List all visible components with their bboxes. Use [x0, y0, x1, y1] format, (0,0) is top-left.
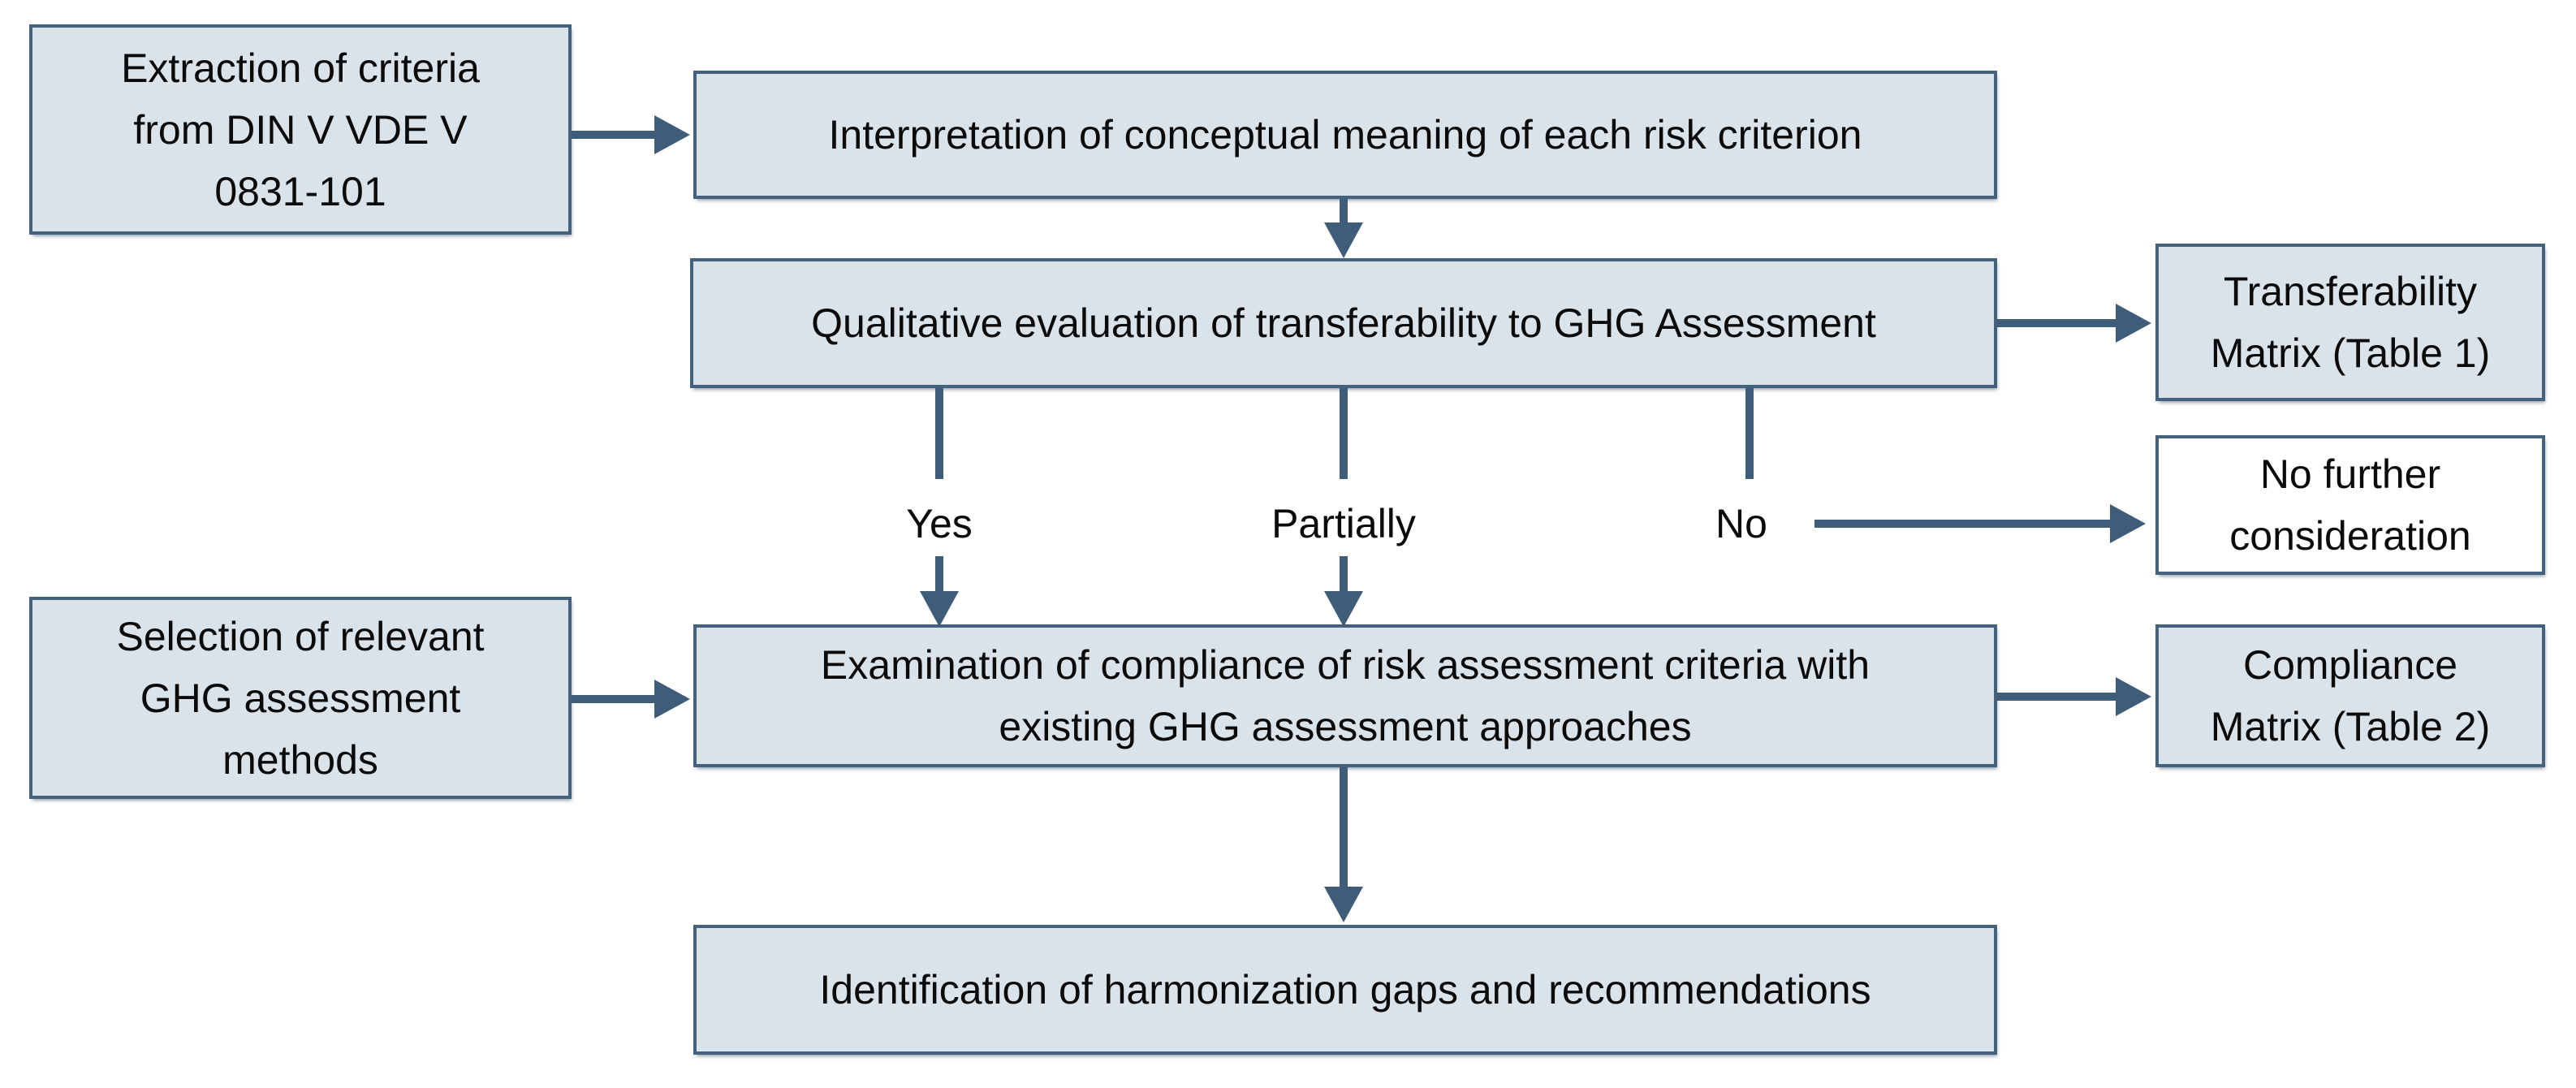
branch-stem-yes: [935, 388, 943, 479]
branch-label-yes: Yes: [906, 501, 973, 546]
node-extraction-label: Extraction of criteria from DIN V VDE V …: [121, 45, 480, 214]
node-extraction: Extraction of criteria from DIN V VDE V …: [29, 24, 572, 235]
node-examination: Examination of compliance of risk assess…: [693, 624, 1997, 767]
node-compliance-matrix-label: Compliance Matrix (Table 2): [2210, 642, 2491, 749]
branch-label-no: No: [1715, 501, 1767, 546]
arrow-extraction-to-interpretation-head: [654, 115, 690, 154]
arrow-extraction-to-interpretation-line: [572, 131, 658, 139]
node-identification-label: Identification of harmonization gaps and…: [819, 967, 1871, 1012]
arrow-qualitative-to-transferability-line: [1997, 319, 2119, 327]
arrow-examination-to-compliance-line: [1997, 693, 2119, 701]
node-interpretation-label: Interpretation of conceptual meaning of …: [828, 112, 1862, 158]
node-selection: Selection of relevant GHG assessment met…: [29, 597, 572, 799]
arrow-selection-to-examination-line: [572, 695, 658, 703]
branch-stem-partially: [1340, 388, 1348, 479]
arrow-yes-to-examination-head: [920, 591, 959, 627]
arrow-no-to-no-further-line: [1814, 520, 2113, 528]
node-identification: Identification of harmonization gaps and…: [693, 925, 1997, 1055]
node-selection-label: Selection of relevant GHG assessment met…: [116, 613, 485, 783]
arrow-examination-to-identification-line: [1340, 767, 1348, 889]
node-no-further-consideration: No further consideration: [2155, 435, 2545, 575]
arrow-interpretation-to-qualitative-line: [1340, 199, 1348, 225]
arrow-interpretation-to-qualitative-head: [1324, 222, 1363, 258]
node-qualitative-evaluation: Qualitative evaluation of transferabilit…: [690, 258, 1997, 388]
arrow-partially-to-examination-head: [1324, 591, 1363, 627]
arrow-qualitative-to-transferability-head: [2116, 304, 2151, 343]
arrow-selection-to-examination-head: [654, 680, 690, 719]
branch-stem-no: [1745, 388, 1754, 479]
node-examination-label: Examination of compliance of risk assess…: [820, 642, 1871, 749]
node-transferability-matrix: Transferability Matrix (Table 1): [2155, 244, 2545, 401]
node-transferability-matrix-label: Transferability Matrix (Table 1): [2210, 269, 2491, 376]
branch-label-partially: Partially: [1271, 501, 1416, 546]
node-compliance-matrix: Compliance Matrix (Table 2): [2155, 624, 2545, 767]
arrow-no-to-no-further-head: [2110, 504, 2146, 543]
node-no-further-consideration-label: No further consideration: [2229, 451, 2471, 559]
node-qualitative-evaluation-label: Qualitative evaluation of transferabilit…: [811, 300, 1876, 346]
node-interpretation: Interpretation of conceptual meaning of …: [693, 71, 1997, 199]
arrow-examination-to-identification-head: [1324, 887, 1363, 922]
arrow-partially-to-examination-line: [1340, 556, 1348, 594]
arrow-yes-to-examination-line: [935, 556, 943, 594]
arrow-examination-to-compliance-head: [2116, 677, 2151, 716]
